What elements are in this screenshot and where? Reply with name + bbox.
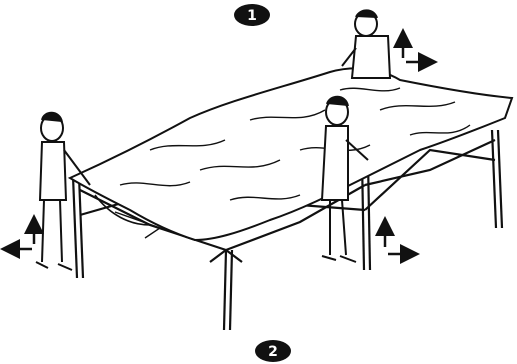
step-number-2: 2: [268, 344, 278, 360]
step-number-1: 1: [247, 8, 257, 24]
step-badge-1: 1: [234, 4, 270, 26]
canopy-fabric: [70, 68, 512, 240]
step-badge-2: 2: [255, 340, 291, 362]
